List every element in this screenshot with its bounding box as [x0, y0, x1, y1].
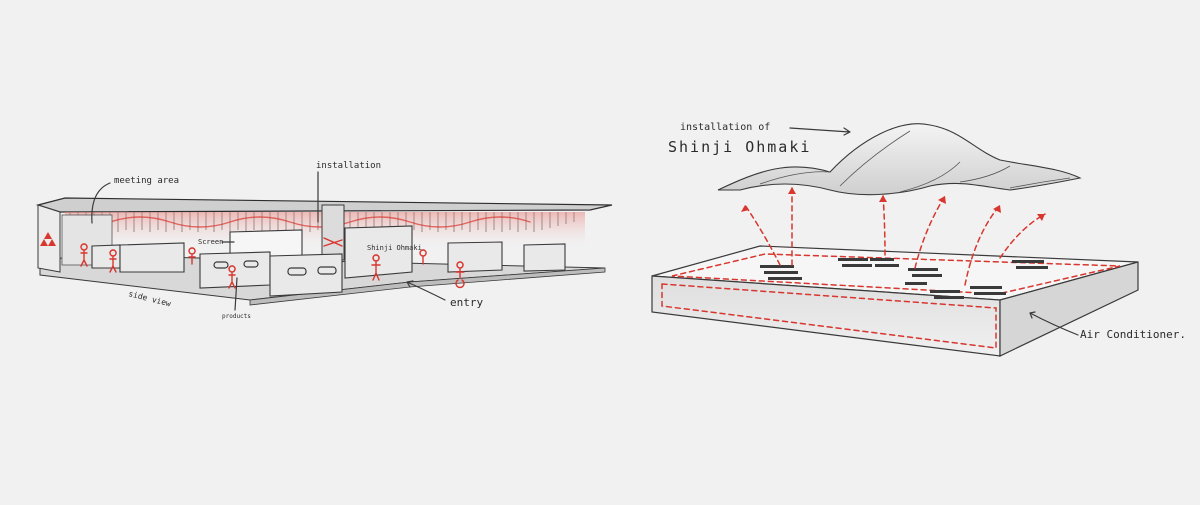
meeting-area-arrow [91, 182, 111, 224]
counter-right-1 [447, 241, 503, 273]
counter-right-2 [523, 243, 566, 272]
label-entry: entry [450, 296, 483, 309]
installation-sketch: installation of Shinji Ohmaki Air Condit… [651, 122, 1186, 357]
label-products: products [222, 313, 251, 320]
label-screen: Screen [198, 238, 223, 246]
entry-arrow [406, 280, 446, 301]
airflow-arrowheads [741, 187, 1045, 221]
label-artist-name: Shinji Ohmaki [668, 138, 811, 156]
product-slots [213, 260, 337, 276]
label-side-view: side view [128, 289, 172, 308]
brand-logo [40, 232, 56, 246]
installation-label-arrow [789, 127, 851, 136]
air-conditioner-arrow [1029, 311, 1079, 336]
product-counter-2 [269, 253, 343, 297]
installation-column [321, 204, 345, 261]
booth-perspective-sketch: meeting area installation Screen Shinji … [35, 161, 613, 320]
wave-installation [717, 123, 1082, 196]
ac-vents [760, 258, 1048, 299]
artist-sign-wall [344, 225, 413, 279]
label-installation: installation [316, 161, 381, 171]
counter-1 [91, 244, 121, 269]
label-air-conditioner: Air Conditioner. [1080, 328, 1186, 341]
slab-top-dashed-outline [671, 253, 1121, 295]
label-meeting-area: meeting area [114, 176, 179, 186]
label-installation-of: installation of [680, 122, 770, 133]
red-wave-light [109, 216, 531, 228]
counter-2 [119, 242, 185, 273]
products-arrow [234, 277, 238, 311]
installation-red-lines [323, 237, 343, 247]
label-shinji-sign: Shinji Ohmaki [367, 244, 422, 252]
wave-fold-lines [759, 130, 1071, 193]
ac-slab-side [999, 261, 1139, 357]
visitor-figures [80, 243, 465, 289]
